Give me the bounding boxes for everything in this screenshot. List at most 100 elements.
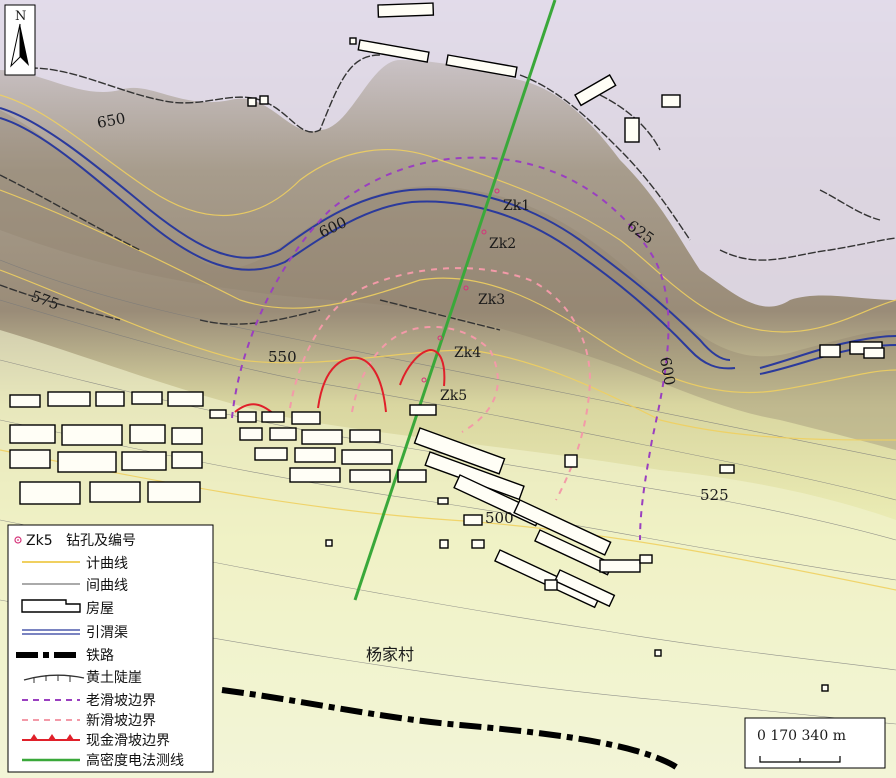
house [553,569,616,608]
legend-inter-contour-label: 间曲线 [86,578,128,594]
house [294,447,336,463]
slope-band [0,110,896,450]
contour-label-525: 525 [700,486,729,504]
legend-scarp-label: 黄土陡崖 [86,669,142,686]
boreholes: Zk1 Zk2 Zk3 Zk4 Zk5 [421,188,530,404]
legend: Zk5 钻孔及编号 计曲线 间曲线 房屋 引渭渠 铁路 黄土陡崖 老滑坡边界 新… [7,524,214,773]
house [269,427,297,441]
house [259,95,269,105]
ert-line [353,0,557,601]
borehole-marker [437,335,443,341]
borehole-label-zk4: Zk4 [454,345,481,361]
house [9,449,51,469]
house [513,499,612,556]
house [209,409,227,419]
house [439,539,449,549]
legend-old-landslide-label: 老滑坡边界 [86,692,156,709]
house [639,554,653,564]
house [341,449,393,465]
contour-labels: 650 625 600 575 550 600 525 500 [29,109,729,527]
contour-label-600-east: 600 [656,356,679,387]
old-landslide-boundary [231,156,670,541]
house [171,451,203,469]
house [599,559,641,573]
new-landslide-boundary [289,267,592,501]
house [863,347,885,359]
houses [9,2,885,692]
scale-ruler [759,756,841,763]
house [325,539,333,547]
house [349,469,391,483]
north-arrow: N [4,4,36,76]
house [289,467,341,483]
house [237,411,257,423]
new-landslide-inner-boundary [351,326,499,433]
legend-house-icon [21,599,81,613]
house [121,451,167,471]
index-contours [0,94,896,591]
borehole-marker [463,285,469,291]
contour-label-500: 500 [485,509,514,527]
plain [0,330,896,778]
house [564,454,578,468]
house [654,649,662,657]
house [47,391,91,407]
legend-scarp-icon [23,674,85,681]
house [544,579,558,591]
borehole-label-zk1: Zk1 [503,198,530,214]
scale-label: 0 170 340 m [757,728,846,744]
house [624,117,640,143]
house [19,481,81,505]
legend-borehole-code: Zk5 [26,533,53,549]
house [471,539,485,549]
house [821,684,829,692]
house [171,427,203,445]
house [349,429,381,443]
house [9,394,41,408]
house [409,404,437,416]
borehole-label-zk5: Zk5 [440,388,467,404]
legend-canal-label: 引渭渠 [86,625,128,641]
house [819,344,841,358]
house [349,37,357,45]
house [445,54,518,78]
house [9,424,56,444]
house [574,74,617,107]
plateau [0,0,896,307]
contour-label-650: 650 [96,109,127,132]
legend-ert-line-label: 高密度电法测线 [86,752,184,769]
house [239,427,263,441]
legend-new-landslide-label: 新滑坡边界 [86,712,156,729]
house [254,447,288,461]
house [129,424,166,444]
borehole-marker [481,229,487,235]
north-label: N [15,9,26,24]
scale-bar: 0 170 340 m [744,717,886,769]
house [57,451,117,473]
legend-house-label: 房屋 [86,601,114,617]
house [291,411,321,425]
house [261,411,285,423]
house [377,2,435,18]
house [131,391,163,405]
house [413,427,506,475]
legend-borehole-label: 钻孔及编号 [66,533,136,549]
borehole-marker [494,188,500,194]
contour-label-550: 550 [268,348,297,366]
house [661,94,681,108]
legend-index-contour-label: 计曲线 [86,556,128,572]
house [167,391,204,407]
house [719,464,735,474]
legend-railway-label: 铁路 [86,648,114,664]
borehole-label-zk2: Zk2 [489,236,516,252]
house [147,481,201,503]
borehole-marker [421,377,427,383]
house [247,97,257,107]
borehole-label-zk3: Zk3 [478,292,505,308]
house [357,39,430,63]
railway [221,687,683,773]
house [95,391,125,407]
house [61,424,123,446]
house [397,469,427,483]
